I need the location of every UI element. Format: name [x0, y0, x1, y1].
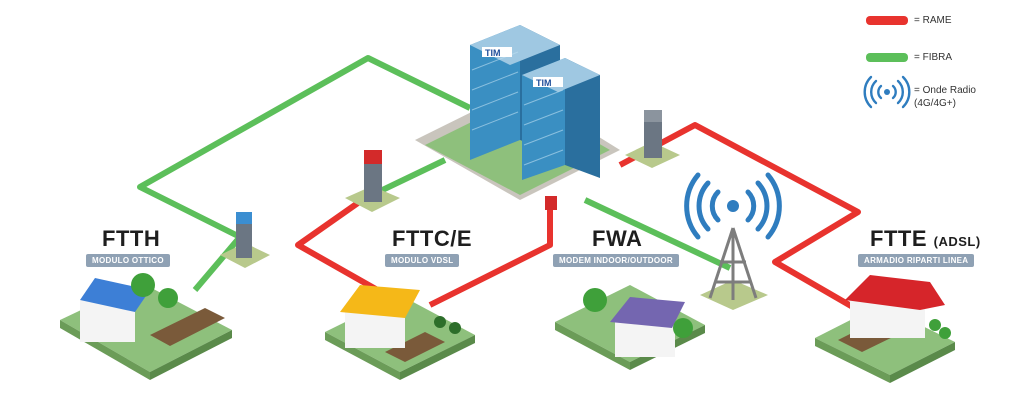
legend-rame-swatch [866, 16, 908, 25]
node-title-ftte-suffix: (ADSL) [933, 234, 981, 249]
legend-radio-label: = Onde Radio [914, 85, 976, 96]
cabinet-fttc [345, 150, 400, 212]
cabinet-ftte [625, 110, 680, 168]
tim-sign-2 [533, 77, 563, 87]
fiber-fttc-line [370, 157, 447, 198]
legend-fibra-label: = FIBRA [914, 52, 953, 63]
node-badge-fwa: MODEM INDOOR/OUTDOOR [553, 254, 679, 267]
node-badge-ftth: MODULO OTTICO [86, 254, 170, 267]
node-title-fttc: FTTC/E [392, 226, 472, 251]
radio-antenna [684, 172, 782, 310]
house-fwa [555, 285, 705, 370]
node-badge-ftte: ARMADIO RIPARTI LINEA [858, 254, 975, 267]
node-title-ftte: FTTE (ADSL) [870, 226, 981, 251]
node-badge-fttc: MODULO VDSL [385, 254, 460, 267]
legend [863, 16, 911, 109]
tim-sign-2-label: TIM [536, 78, 552, 88]
copper-fttc-house-line [428, 210, 553, 308]
house-fttc [325, 285, 475, 380]
tim-headquarters: TIM TIM [415, 25, 620, 210]
legend-fibra-swatch [866, 53, 908, 62]
node-title-fwa: FWA [592, 226, 643, 251]
fiber-fwa-line [583, 197, 732, 271]
copper-lines [295, 122, 861, 313]
house-ftth [60, 273, 232, 380]
legend-radio-sub: (4G/4G+) [914, 98, 956, 109]
copper-ftte-line [618, 122, 861, 313]
cabinet-ftth [220, 212, 270, 268]
copper-fttc-line [295, 195, 397, 303]
legend-rame-label: = RAME [914, 15, 952, 26]
house-ftte [815, 275, 955, 383]
tim-sign-1-label: TIM [485, 48, 501, 58]
legend-radio-icon [863, 75, 911, 109]
tim-sign-1 [482, 47, 512, 57]
node-title-ftth: FTTH [102, 226, 161, 251]
